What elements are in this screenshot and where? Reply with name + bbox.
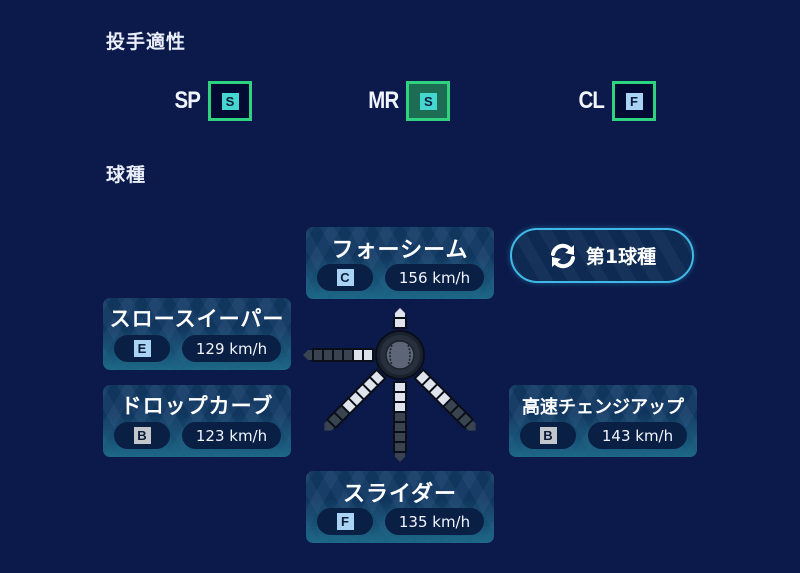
movement-arm-down-left (324, 368, 387, 431)
pitch-name: スロースイーパー (109, 307, 285, 331)
grade-badge: F (336, 513, 354, 530)
pitch-card-slider[interactable]: スライダー F 135 km/h (306, 471, 494, 543)
movement-arm-down (393, 381, 407, 462)
speed-pill: 135 km/h (385, 508, 484, 535)
pitch-card-drop-curve[interactable]: ドロップカーブ B 123 km/h (103, 385, 291, 457)
grade-badge: B (539, 427, 557, 444)
grade-pill: B (520, 422, 576, 449)
pitch-card-fourseam[interactable]: フォーシーム C 156 km/h (306, 227, 494, 299)
speed-pill: 156 km/h (385, 264, 484, 291)
pitch-name: フォーシーム (331, 238, 469, 263)
pitch-name: スライダー (342, 482, 458, 507)
grade-badge: F (625, 92, 643, 110)
role-label: SP (174, 87, 201, 114)
speed-pill: 129 km/h (182, 335, 281, 362)
grade-badge: C (336, 269, 354, 286)
grade-badge: S (221, 92, 239, 110)
speed-pill: 123 km/h (182, 422, 281, 449)
movement-arm-left (303, 348, 374, 362)
pitch-set-toggle-button[interactable]: 第1球種 (510, 228, 694, 283)
grade-badge: S (419, 92, 437, 110)
baseball-icon (375, 330, 425, 380)
grade-badge: E (133, 340, 151, 357)
aptitude-title: 投手適性 (106, 31, 187, 53)
grade-badge: B (133, 427, 151, 444)
role-label: CL (578, 87, 605, 114)
pitch-name: ドロップカーブ (120, 394, 274, 418)
refresh-icon (550, 243, 575, 268)
aptitude-sp: SP S (170, 79, 253, 123)
toggle-label: 第1球種 (585, 246, 657, 268)
pitches-title: 球種 (106, 164, 147, 186)
pitch-movement-diagram (303, 308, 476, 462)
grade-pill: E (114, 335, 170, 362)
aptitude-mr: MR S (363, 79, 451, 123)
grade-pill: C (317, 264, 373, 291)
grade-pill: B (114, 422, 170, 449)
grade-pill: F (317, 508, 373, 535)
role-label: MR (368, 87, 399, 114)
pitch-name: 高速チェンジアップ (522, 397, 684, 418)
aptitude-cl: CL F (574, 79, 656, 123)
speed-pill: 143 km/h (588, 422, 687, 449)
grade-box: F (612, 81, 656, 121)
movement-arms (303, 308, 476, 462)
grade-box: S (208, 81, 253, 121)
pitch-card-slow-sweeper[interactable]: スロースイーパー E 129 km/h (103, 298, 291, 370)
grade-box: S (406, 81, 451, 121)
movement-arm-down-right (413, 368, 476, 431)
pitch-card-fast-changeup[interactable]: 高速チェンジアップ B 143 km/h (509, 385, 697, 457)
movement-arm-up (393, 308, 407, 329)
